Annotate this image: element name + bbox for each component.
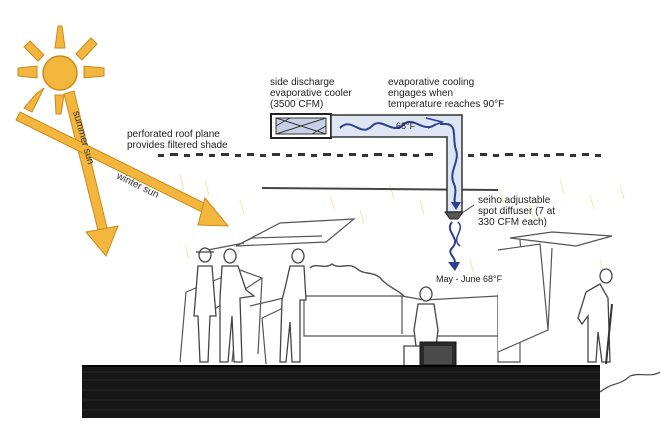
season-temperature-label: May - June 68°F [436, 274, 503, 284]
diffuser-leader-line [461, 204, 475, 214]
duct-temperature-label: 68°F [396, 121, 416, 131]
perforated-roof-plane [158, 153, 601, 157]
canopy-shelter-left [207, 218, 356, 251]
person-standing-2 [219, 248, 256, 363]
spot-diffuser [444, 211, 464, 271]
sun-icon [17, 25, 105, 115]
summer-sun-arrow [63, 90, 119, 257]
winter-sun-arrow [15, 111, 230, 227]
cooler-label: side discharge evaporative cooler (3500 … [270, 77, 352, 110]
roof-label: perforated roof plane provides filtered … [127, 129, 228, 151]
person-standing-1 [193, 247, 217, 363]
person-elderly-cane [577, 268, 613, 365]
diffuser-label: seiho adjustable spot diffuser (7 at 330… [478, 195, 556, 228]
landscape-plants [309, 263, 405, 297]
summer-sun-label: summer sun [70, 110, 96, 166]
exhibit-counter [303, 243, 549, 363]
person-seated [403, 286, 439, 366]
ground-platform [82, 365, 600, 418]
person-standing-3 [279, 248, 307, 363]
terrain-line [599, 371, 660, 393]
filtered-light-rays [179, 174, 625, 275]
evaporative-cooler [270, 113, 332, 139]
cooling-label: evaporative cooling engages when tempera… [388, 77, 505, 110]
